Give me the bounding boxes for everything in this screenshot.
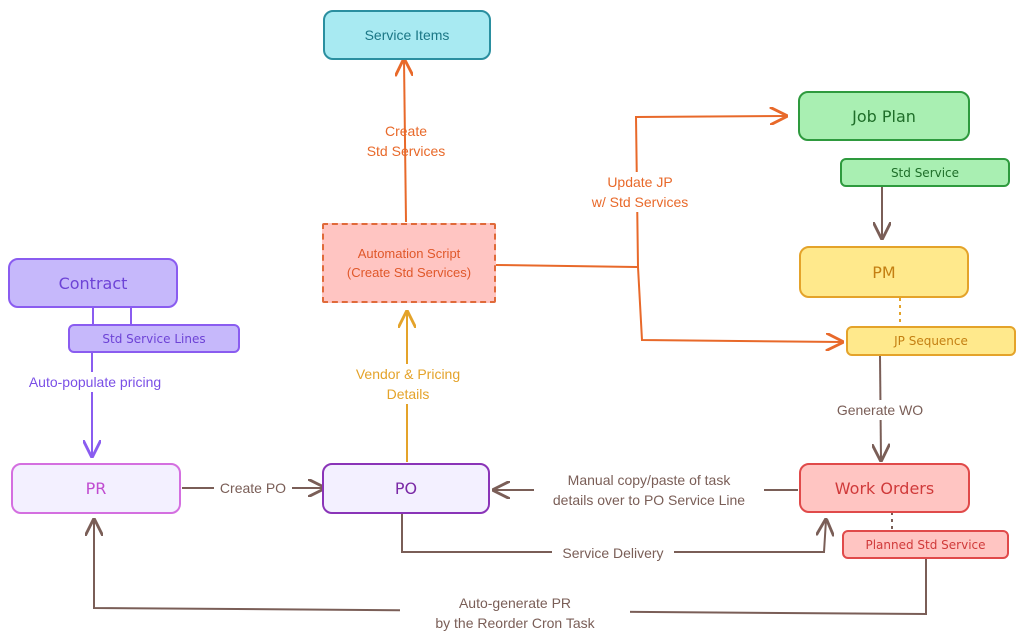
node-pr[interactable]: PR: [11, 463, 181, 514]
node-pm[interactable]: PM: [799, 246, 969, 298]
label-vendor-pricing: Vendor & Pricing Details: [338, 364, 478, 404]
label-generate-wo: Generate WO: [824, 400, 936, 420]
edge-update-jp: [495, 264, 639, 268]
label-auto-generate-pr: Auto-generate PR by the Reorder Cron Tas…: [400, 593, 630, 633]
edge-update-jp-up: [634, 116, 786, 268]
edge-update-jp-down: [637, 266, 842, 342]
node-planned-std-service[interactable]: Planned Std Service: [842, 530, 1009, 559]
label-create-std-services: Create Std Services: [366, 123, 446, 159]
node-automation-script[interactable]: Automation Script (Create Std Services): [322, 223, 496, 303]
edge-create-std-services: [404, 60, 406, 223]
node-work-orders[interactable]: Work Orders: [799, 463, 970, 513]
node-std-service[interactable]: Std Service: [840, 158, 1010, 187]
node-jp-sequence[interactable]: JP Sequence: [846, 326, 1016, 356]
label-auto-populate-pricing: Auto-populate pricing: [10, 372, 180, 392]
node-job-plan[interactable]: Job Plan: [798, 91, 970, 141]
node-po[interactable]: PO: [322, 463, 490, 514]
label-service-delivery: Service Delivery: [552, 543, 674, 563]
node-std-service-lines[interactable]: Std Service Lines: [68, 324, 240, 353]
label-manual-copy: Manual copy/paste of task details over t…: [534, 470, 764, 510]
label-create-po: Create PO: [214, 478, 292, 498]
node-service-items[interactable]: Service Items: [323, 10, 491, 60]
node-contract[interactable]: Contract: [8, 258, 178, 308]
label-update-jp: Update JP w/ Std Services: [570, 172, 710, 212]
